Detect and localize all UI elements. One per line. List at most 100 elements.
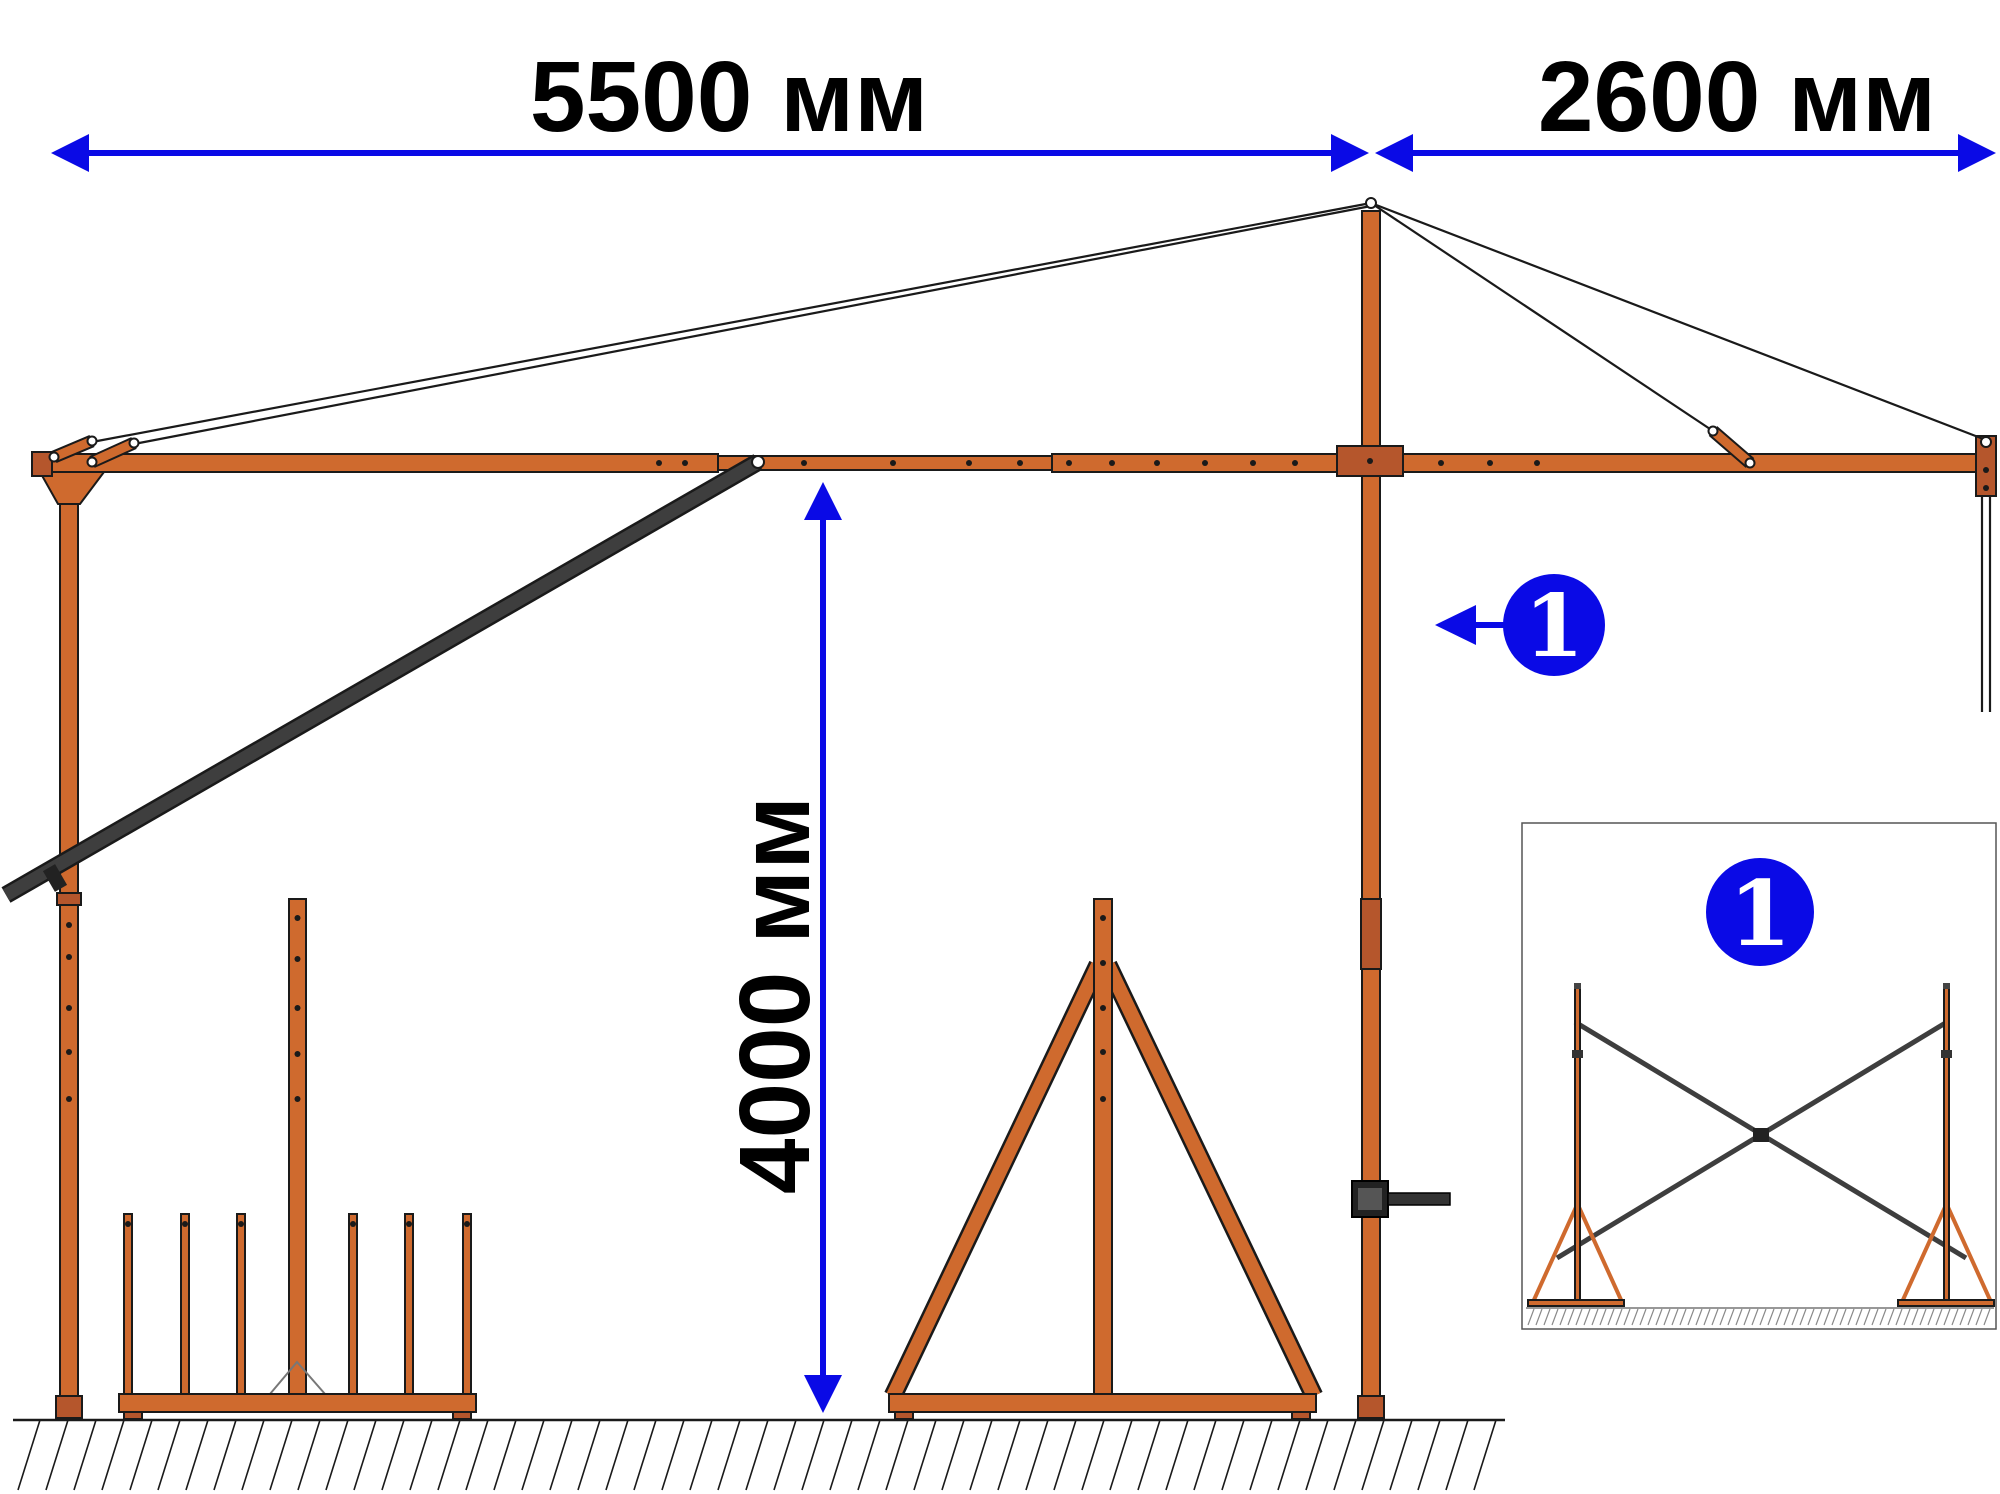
inset-ground-hatch: [1807, 1308, 1815, 1326]
ground-hatch: [297, 1419, 321, 1491]
inset-ground-hatch: [1863, 1308, 1871, 1326]
inset-ground-hatch: [1719, 1308, 1727, 1326]
bolt-hole: [294, 1051, 301, 1057]
ground-hatch: [717, 1419, 741, 1491]
bolt-hole: [294, 1005, 301, 1011]
ground-hatch: [185, 1419, 209, 1491]
bolt-hole: [66, 922, 72, 928]
bolt-hole: [125, 1221, 131, 1227]
ground-hatch: [325, 1419, 349, 1491]
inset-badge: [1706, 858, 1814, 966]
inset-ground-hatch: [1871, 1308, 1879, 1326]
inset-ground-hatch: [1591, 1308, 1599, 1326]
ground-hatch: [997, 1419, 1021, 1491]
a-frame-stand: [884, 898, 1323, 1420]
detail-inset: 1: [1521, 822, 1997, 1330]
mast-clamp-arm: [1387, 1192, 1451, 1206]
callout-badge-number: 1: [1524, 576, 1584, 677]
bolt-hole: [1438, 460, 1444, 466]
bolt-hole: [1100, 960, 1106, 966]
inset-ground-hatch: [1799, 1308, 1807, 1326]
arrowhead-left-icon: [1375, 134, 1413, 172]
a-frame-center-post: [1093, 898, 1113, 1395]
ground-hatch: [969, 1419, 993, 1491]
ground-hatch: [213, 1419, 237, 1491]
weight-rod: [123, 1213, 133, 1395]
link-pin: [1707, 425, 1719, 437]
bolt-hole: [1983, 485, 1989, 491]
inset-ground-hatch: [1575, 1308, 1583, 1326]
stand-base-plate: [118, 1393, 477, 1413]
ground-hatch: [689, 1419, 713, 1491]
ground-hatch: [1445, 1419, 1469, 1491]
inset-ground-hatch: [1887, 1308, 1895, 1326]
bolt-hole: [66, 1096, 72, 1102]
inset-ground-hatch: [1919, 1308, 1927, 1326]
mast-foot: [1357, 1395, 1385, 1419]
inset-a-frame-base: [1527, 1299, 1625, 1307]
weight-rod: [236, 1213, 246, 1395]
post-base-brace: [269, 1360, 326, 1395]
bolt-holes: [66, 458, 1989, 1227]
inset-ground-hatch: [1783, 1308, 1791, 1326]
a-frame-leg-right: [1101, 961, 1321, 1400]
left-post-joint: [56, 892, 82, 906]
left-post-upper: [59, 471, 79, 900]
ground-hatch: [521, 1419, 545, 1491]
inset-ground-hatch: [1671, 1308, 1679, 1326]
bolt-hole: [66, 954, 72, 960]
bolt-hole: [1367, 458, 1373, 464]
ground-hatch: [1053, 1419, 1077, 1491]
callout-badge: [1503, 574, 1605, 676]
ground-hatch: [409, 1419, 433, 1491]
bolt-hole: [1202, 460, 1208, 466]
ground-hatch: [1165, 1419, 1189, 1491]
ground-hatch: [577, 1419, 601, 1491]
inset-a-frame-leg: [1900, 1204, 1948, 1303]
tie-cables: [91, 197, 1987, 446]
ground-hatch: [633, 1419, 657, 1491]
inset-ground-hatch: [1599, 1308, 1607, 1326]
beam-section-1: [51, 453, 719, 473]
bolt-hole: [1066, 460, 1072, 466]
ground-hatch: [773, 1419, 797, 1491]
ground-hatch: [101, 1419, 125, 1491]
weight-rod: [348, 1213, 358, 1395]
tie-cable-right-outer: [1370, 201, 1987, 442]
bolt-hole: [294, 1096, 301, 1102]
detail-callout: 1: [1435, 574, 1605, 677]
ground-hatch: [437, 1419, 461, 1491]
bolt-hole: [1100, 1049, 1106, 1055]
callout-arrowhead-icon: [1435, 605, 1476, 645]
inset-ground-hatch: [1567, 1308, 1575, 1326]
weight-rod: [462, 1213, 472, 1395]
inset-mast-right-top: [1943, 983, 1950, 989]
ground-hatch: [857, 1419, 881, 1491]
bolt-hole: [238, 1221, 244, 1227]
dimension-label-overhang: 2600 мм: [1538, 41, 1936, 153]
inset-ground-hatch: [1615, 1308, 1623, 1326]
inset-ground-hatch: [1967, 1308, 1975, 1326]
end-pin: [1980, 436, 1992, 448]
inset-ground-hatch: [1527, 1308, 1535, 1326]
mast: [1351, 210, 1451, 1419]
inset-ground-hatch: [1679, 1308, 1687, 1326]
inset-mast-left: [1574, 987, 1581, 1305]
link-bar: [52, 436, 94, 462]
diagonal-strut: [1, 454, 765, 903]
bolt-hole: [464, 1221, 470, 1227]
ground-hatch: [1221, 1419, 1245, 1491]
link-pin: [128, 437, 140, 449]
bolt-hole: [1292, 460, 1298, 466]
inset-a-frame-leg: [1531, 1204, 1579, 1303]
inset-ground-hatch: [1815, 1308, 1823, 1326]
ground-hatch: [73, 1419, 97, 1491]
inset-ground-hatch: [1663, 1308, 1671, 1326]
bolt-hole: [294, 956, 301, 962]
tie-cable-left-outer: [91, 201, 1372, 444]
inset-ground-hatch: [1759, 1308, 1767, 1326]
jib-beam: [31, 435, 1997, 712]
inset-ground-hatch: [1543, 1308, 1551, 1326]
inset-cross-bar: [1555, 1019, 1949, 1261]
bolt-hole: [656, 460, 662, 466]
